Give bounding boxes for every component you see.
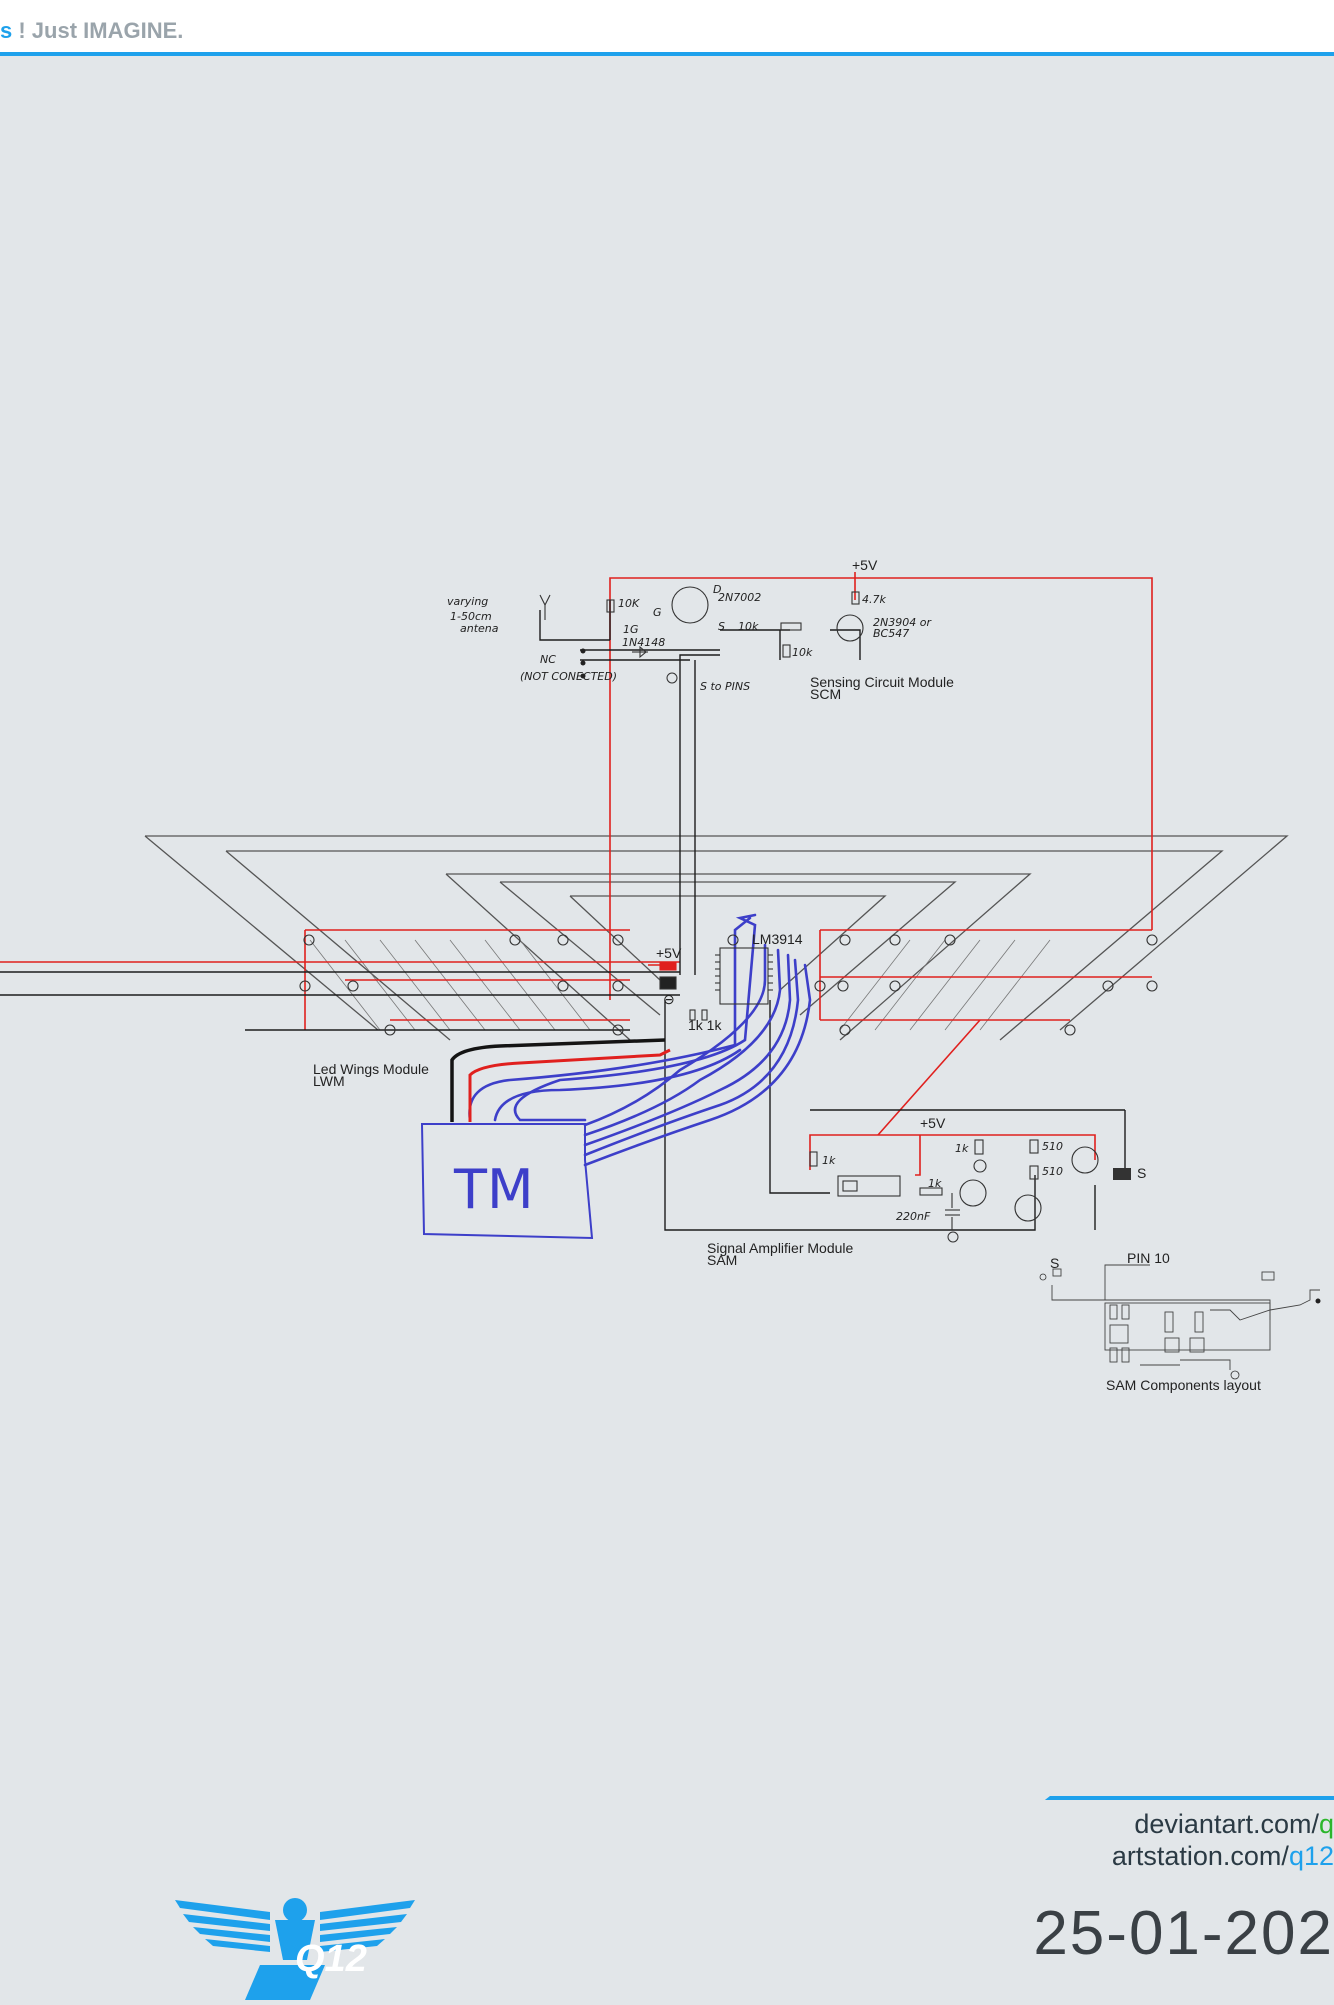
footer-divider [1044,1796,1334,1800]
ground-symbol: ⊖ [663,991,675,1007]
antenna-note-3: antena [460,622,499,635]
pin-g: G [653,606,662,619]
tagline-text: ! Just IMAGINE. [12,18,184,43]
sam-out-s: S [1137,1165,1146,1181]
sam-layout-drawing [1051,1264,1320,1370]
r-1g: 1G [623,623,639,636]
blue-wires [468,913,812,1167]
circuit-schematic: TM LM3914 1k 1k +5V varying [0,557,1334,1800]
ic-label: LM3914 [752,931,803,947]
red-tm-wire [468,1048,671,1122]
supply-sam: +5V [920,1115,946,1131]
pin10-label: PIN 10 [1127,1250,1170,1266]
pin-d: D [713,583,721,596]
supply-ic: +5V [656,945,682,961]
artstation-link[interactable]: artstation.com/q12 [1111,1841,1334,1871]
scm-abbr: SCM [810,686,841,702]
mosfet-label: 2N7002 [718,591,761,604]
led-ladder-lines [309,939,1051,1031]
diode-label: 1N4148 [622,636,665,649]
black-wires [0,600,1126,1231]
resistors-ic [659,962,708,1021]
tagline-accent: s [0,18,13,43]
supply-scm: +5V [852,557,878,573]
r-47k: 4.7k [862,593,886,606]
sam-components [809,1139,1099,1230]
scm-components [539,586,864,659]
date-stamp: 25-01-202 [1033,1899,1334,1968]
lwm-title: Led Wings Module [313,1061,429,1077]
tm-box [420,1123,594,1240]
not-connected: (NOT CONECTED) [520,670,617,683]
footer-links: deviantart.com/q artstation.com/q12 [1112,1808,1334,1872]
transistor-alt: BC547 [873,627,909,640]
r-510-b: 510 [1042,1165,1063,1178]
tagline: s ! Just IMAGINE. [0,18,183,44]
antenna-note-1: varying [447,595,488,608]
tm-label: TM [453,1158,534,1221]
antenna-note-2: 1-50cm [450,610,492,623]
eagle-icon [175,1898,415,2000]
pin-s: S [718,620,725,633]
transistor-label: 2N3904 or [873,616,932,629]
sam-abbr: SAM [707,1252,737,1268]
q12-eagle-logo: Q12 [175,1890,415,2005]
r-10k-b: 10k [738,620,759,633]
led-row [299,934,1158,1036]
scm-title: Sensing Circuit Module [810,674,954,690]
lwm-abbr: LWM [313,1073,345,1089]
sam-layout-title: SAM Components layout [1106,1377,1261,1393]
black-tm-wire [450,1038,666,1122]
led-wing-outlines [144,835,1289,1041]
r-1k-c: 1k [955,1142,969,1155]
cap-label: 220nF [896,1210,931,1223]
logo-text: Q12 [295,1938,367,1980]
sam-title: Signal Amplifier Module [707,1240,854,1256]
r-1k-b: 1k [928,1177,942,1190]
sam-layout-s: S [1050,1255,1059,1271]
top-banner: s ! Just IMAGINE. [0,0,1334,56]
deviantart-link[interactable]: deviantart.com/q [1134,1809,1334,1839]
r-10k-a: 10K [618,597,640,610]
r-1k-a: 1k [822,1154,836,1167]
to-pins: S to PINS [700,680,750,693]
r-510-a: 510 [1042,1140,1063,1153]
nc-label: NC [540,653,556,666]
r-10k-c: 10k [792,646,813,659]
ic-lm3914 [715,947,773,1005]
r-1k-1k: 1k 1k [688,1017,722,1033]
red-power-wires [0,572,1153,1176]
